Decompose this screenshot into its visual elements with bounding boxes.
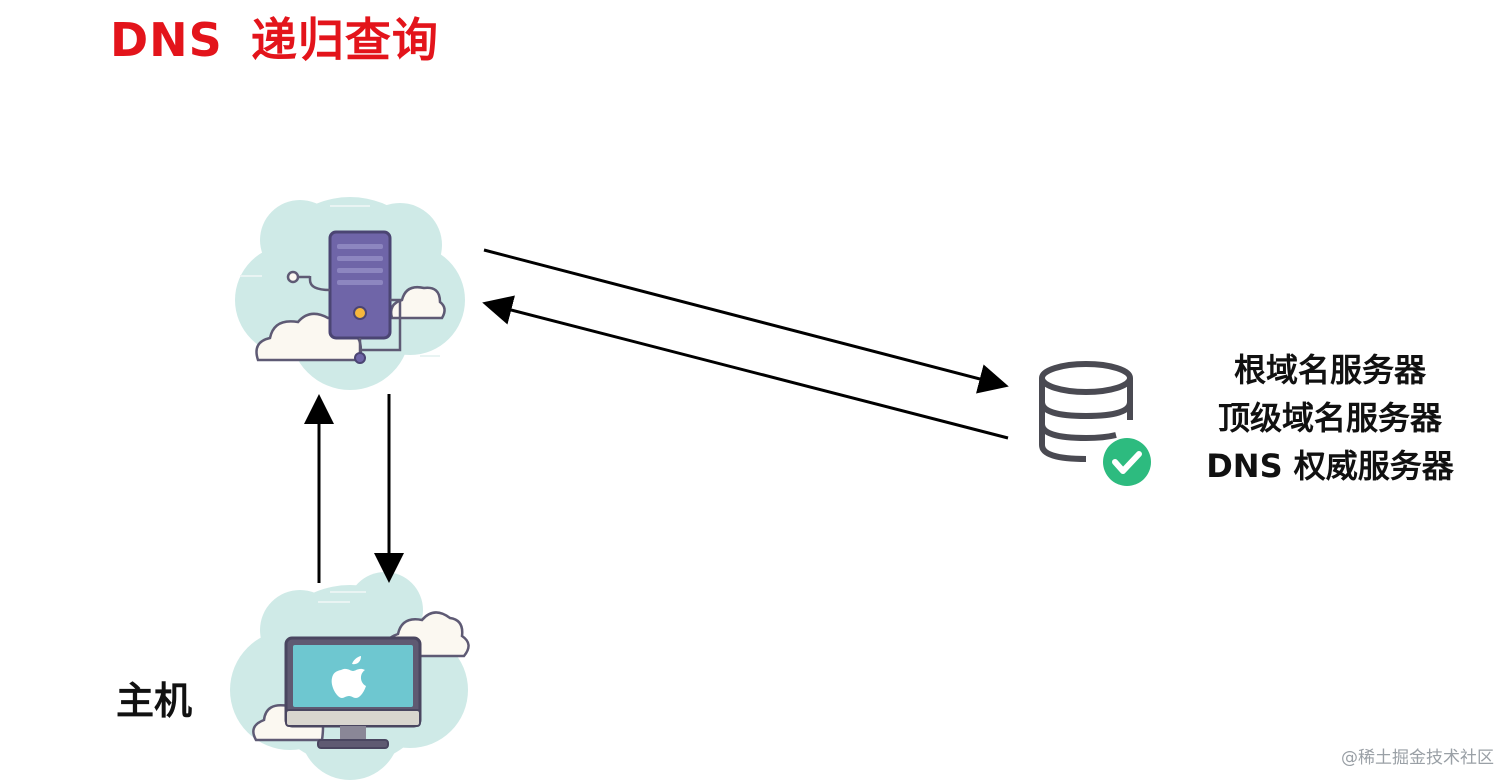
title-prefix: DNS — [110, 13, 223, 67]
arrow-servers-to-resolver — [482, 295, 1009, 440]
page-title: DNS 递归查询 — [110, 10, 439, 70]
cloud-server-icon — [235, 197, 465, 390]
server-labels: 根域名服务器 顶级域名服务器 DNS 权威服务器 — [1180, 346, 1480, 490]
server-label-authoritative: DNS 权威服务器 — [1206, 447, 1454, 485]
query-arrows — [304, 248, 1009, 583]
arrow-resolver-to-servers — [483, 248, 1009, 394]
server-label-root: 根域名服务器 — [1233, 351, 1426, 389]
server-label-tld: 顶级域名服务器 — [1217, 399, 1442, 437]
title-main: 递归查询 — [250, 13, 439, 67]
database-check-icon — [1039, 361, 1151, 486]
host-label: 主机 — [116, 679, 193, 723]
cloud-imac-icon — [230, 572, 470, 780]
watermark: @稀土掘金技术社区 — [1341, 748, 1494, 768]
